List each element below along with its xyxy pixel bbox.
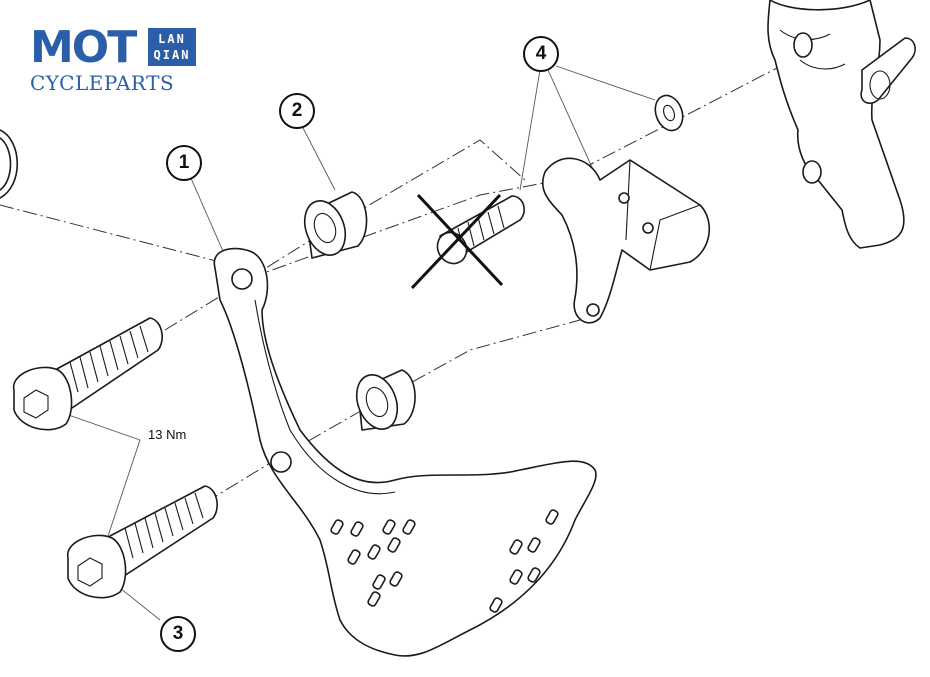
logo-tag: LAN QIAN <box>148 28 196 66</box>
callout-3: 3 <box>160 616 196 652</box>
brake-lever-pivot <box>541 157 711 324</box>
bolt-lower <box>67 485 218 599</box>
logo-tag-line1: LAN <box>158 32 186 46</box>
callout-4: 4 <box>523 36 559 72</box>
bracket-slots <box>330 509 559 613</box>
logo-tag-line2: QIAN <box>153 48 191 62</box>
callout-2: 2 <box>279 93 315 129</box>
brand-logo: MOT LAN QIAN CYCLEPARTS <box>30 22 196 96</box>
logo-subtitle: CYCLEPARTS <box>30 71 175 95</box>
leader-lines <box>59 65 656 621</box>
washer <box>654 94 684 132</box>
logo-brand-text: MOT <box>30 22 137 73</box>
removed-bolt-crossed <box>410 193 525 290</box>
callout-1: 1 <box>166 145 202 181</box>
wheel-fragment <box>0 129 19 199</box>
spacer-upper <box>303 191 368 259</box>
spacer-lower <box>355 369 416 431</box>
bolt-upper <box>13 317 163 431</box>
master-cylinder <box>767 0 916 249</box>
torque-label: 13 Nm <box>148 427 187 442</box>
bracket-plate <box>213 247 597 657</box>
